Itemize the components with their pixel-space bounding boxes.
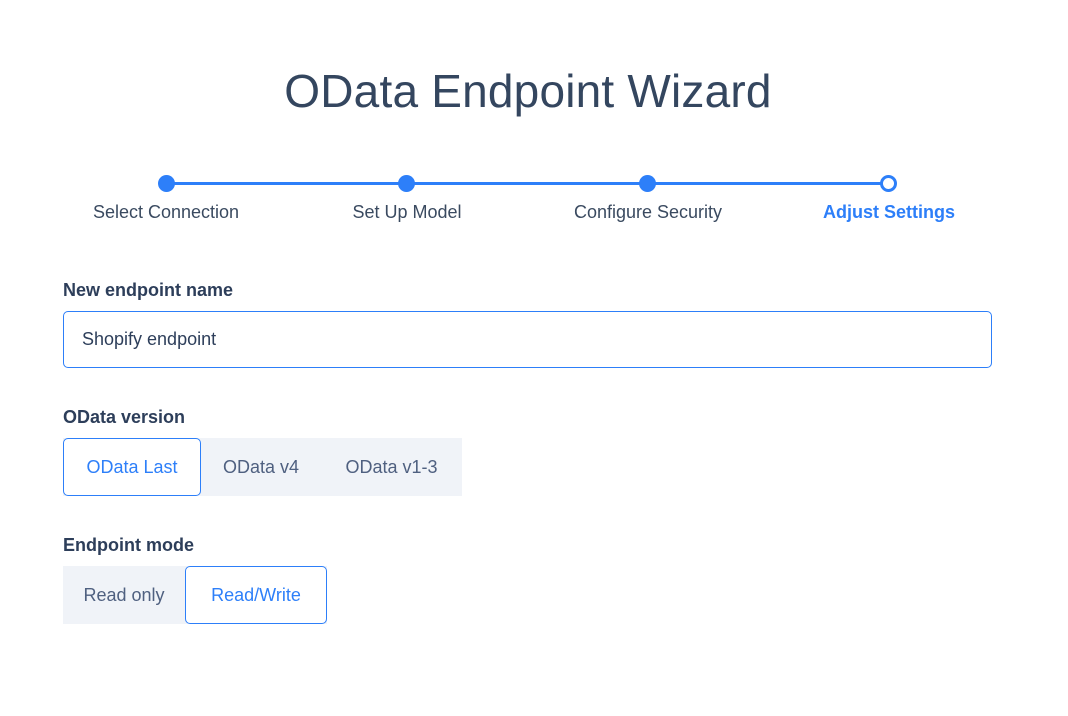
odata-version-option-v4[interactable]: OData v4 bbox=[222, 456, 300, 477]
endpoint-name-input[interactable] bbox=[63, 311, 992, 368]
odata-version-option-last[interactable]: OData Last bbox=[63, 438, 201, 496]
step-label-set-up-model[interactable]: Set Up Model bbox=[352, 202, 462, 222]
step-label-adjust-settings: Adjust Settings bbox=[822, 202, 955, 222]
odata-version-option-v1-3[interactable]: OData v1-3 bbox=[345, 456, 438, 477]
step-dot-set-up-model[interactable] bbox=[398, 175, 415, 192]
step-dot-configure-security[interactable] bbox=[639, 175, 656, 192]
step-label-configure-security[interactable]: Configure Security bbox=[573, 202, 723, 222]
endpoint-mode-segmented-control: Read only Read/Write bbox=[63, 566, 327, 624]
odata-version-segmented-control: OData Last OData v4 OData v1-3 bbox=[63, 438, 462, 496]
step-dot-adjust-settings bbox=[880, 175, 897, 192]
endpoint-name-label: New endpoint name bbox=[63, 280, 234, 300]
odata-version-label: OData version bbox=[63, 407, 186, 427]
endpoint-mode-label: Endpoint mode bbox=[63, 535, 194, 555]
endpoint-mode-option-read-only[interactable]: Read only bbox=[83, 584, 165, 605]
wizard-stepper: Select Connection Set Up Model Configure… bbox=[0, 170, 1068, 230]
step-dot-select-connection[interactable] bbox=[158, 175, 175, 192]
endpoint-mode-option-read-write[interactable]: Read/Write bbox=[185, 566, 327, 624]
page-title: OData Endpoint Wizard bbox=[284, 65, 772, 117]
step-label-select-connection[interactable]: Select Connection bbox=[92, 202, 240, 222]
stepper-progress-line bbox=[166, 182, 890, 185]
